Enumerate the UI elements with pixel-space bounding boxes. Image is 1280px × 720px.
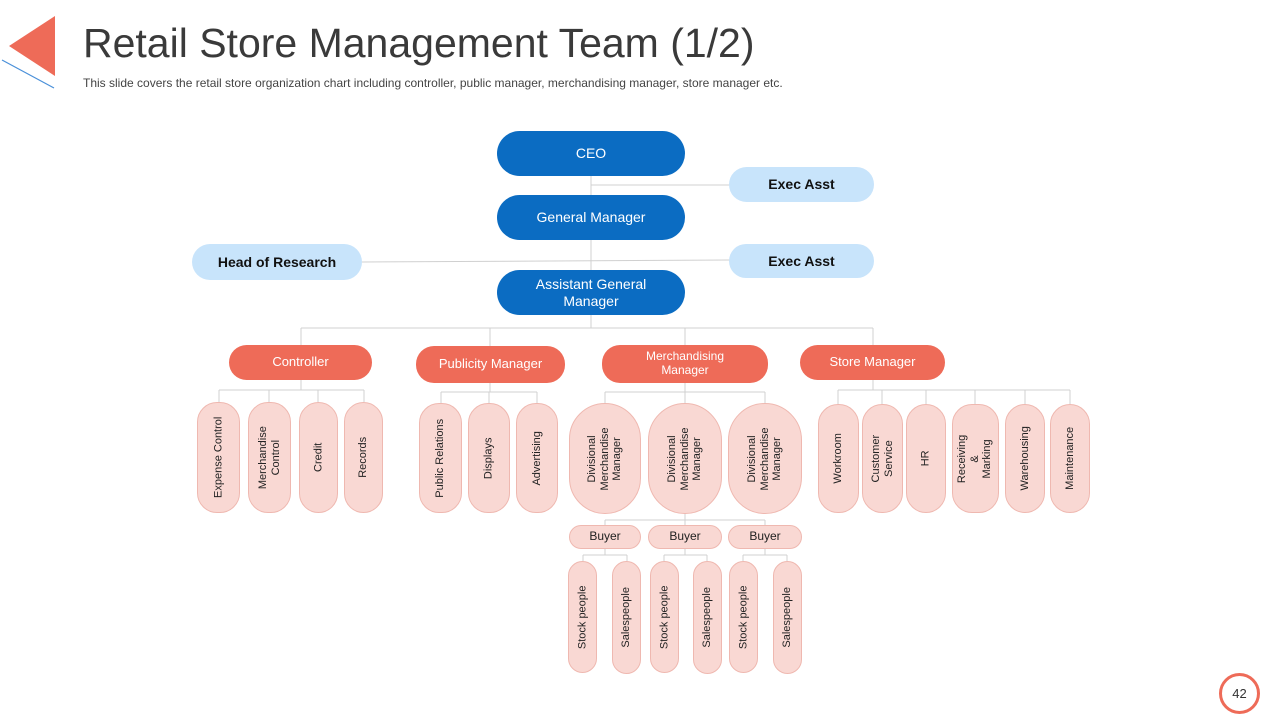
publicity-manager-node: Publicity Manager xyxy=(416,346,565,383)
unit-workroom: Workroom xyxy=(818,404,859,513)
controller-node: Controller xyxy=(229,345,372,380)
unit-maintenance: Maintenance xyxy=(1050,404,1090,513)
store-manager-node: Store Manager xyxy=(800,345,945,380)
head-of-research-node: Head of Research xyxy=(192,244,362,280)
unit-advertising: Advertising xyxy=(516,403,558,513)
buyer-node-1: Buyer xyxy=(569,525,641,549)
general-manager-node: General Manager xyxy=(497,195,685,240)
unit-divisional-merchandise-manager-1: Divisional Merchandise Manager xyxy=(569,403,641,514)
exec-asst-node-2: Exec Asst xyxy=(729,244,874,278)
unit-credit: Credit xyxy=(299,402,338,513)
unit-records: Records xyxy=(344,402,383,513)
unit-hr: HR xyxy=(906,404,946,513)
staff-stock-people-1: Stock people xyxy=(568,561,597,673)
corner-arrow-icon xyxy=(1,16,55,89)
unit-public-relations: Public Relations xyxy=(419,403,462,513)
staff-stock-people-2: Stock people xyxy=(650,561,679,673)
staff-salespeople-2: Salespeople xyxy=(693,561,722,674)
staff-stock-people-3: Stock people xyxy=(729,561,758,673)
page-subtitle: This slide covers the retail store organ… xyxy=(83,76,783,90)
staff-salespeople-1: Salespeople xyxy=(612,561,641,674)
merchandising-manager-node: Merchandising Manager xyxy=(602,345,768,383)
page-title: Retail Store Management Team (1/2) xyxy=(83,20,755,66)
buyer-node-2: Buyer xyxy=(648,525,722,549)
staff-salespeople-3: Salespeople xyxy=(773,561,802,674)
unit-merchandise-control: Merchandise Control xyxy=(248,402,291,513)
exec-asst-node-1: Exec Asst xyxy=(729,167,874,202)
buyer-node-3: Buyer xyxy=(728,525,802,549)
page-number-badge: 42 xyxy=(1219,673,1260,714)
unit-divisional-merchandise-manager-2: Divisional Merchandise Manager xyxy=(648,403,722,514)
unit-divisional-merchandise-manager-3: Divisional Merchandise Manager xyxy=(728,403,802,514)
unit-customer-service: Customer Service xyxy=(862,404,903,513)
unit-displays: Displays xyxy=(468,403,510,513)
assistant-gm-node: Assistant General Manager xyxy=(497,270,685,315)
ceo-node: CEO xyxy=(497,131,685,176)
unit-expense-control: Expense Control xyxy=(197,402,240,513)
unit-receiving-marking: Receiving & Marking xyxy=(952,404,999,513)
unit-warehousing: Warehousing xyxy=(1005,404,1045,513)
